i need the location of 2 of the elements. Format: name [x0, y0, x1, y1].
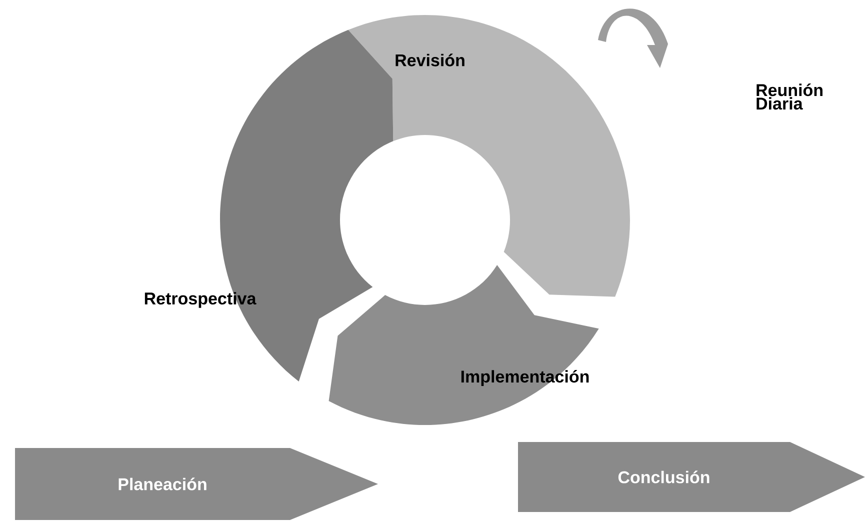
- ring-segment: Revisión: [348, 14, 630, 297]
- text-label: Reunión Diaria: [756, 84, 822, 110]
